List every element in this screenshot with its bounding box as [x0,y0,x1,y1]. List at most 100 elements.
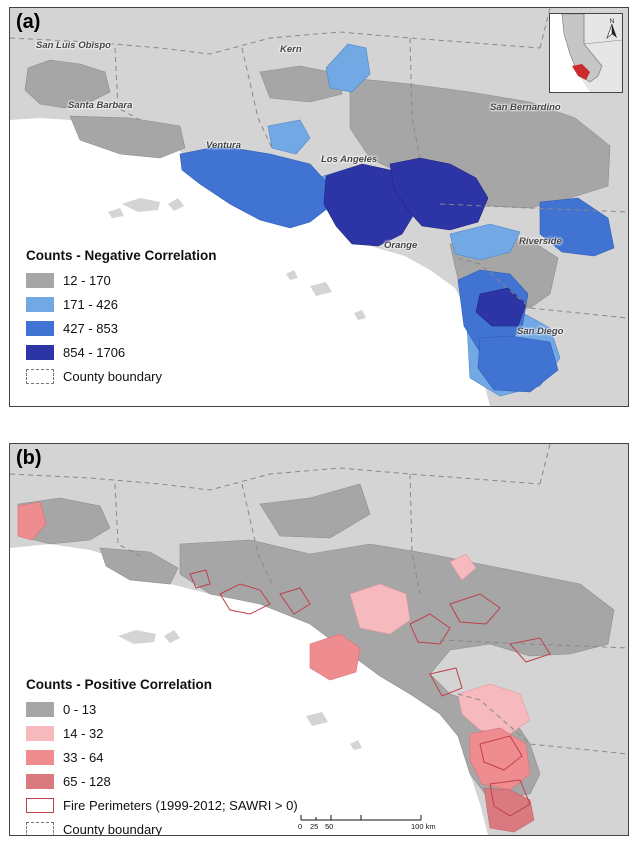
county-label: San Diego [517,326,564,337]
region-light-blue [267,119,311,155]
region-medium-blue [539,197,615,257]
legend-item: 854 - 1706 [26,340,217,364]
legend-swatch [26,701,54,717]
region-pink-medium [309,633,361,681]
county-label: Los Angeles [321,154,378,165]
fire-perimeters [189,569,551,817]
county-label: Orange [384,240,418,251]
island [108,208,124,218]
legend-label: 14 - 32 [63,725,104,741]
legend-title: Counts - Positive Correlation [26,677,213,692]
region-gray [259,65,343,103]
island [354,310,366,320]
county-label: Riverside [519,236,562,247]
legend-label: Fire Perimeters (1999-2012; SAWRI > 0) [63,797,298,813]
scale-bar: 0 25 50 100 km [298,812,440,834]
county-label: San Luis Obispo [36,40,111,51]
island [164,630,180,643]
legend-item: County boundary [26,364,217,388]
legend-item: Fire Perimeters (1999-2012; SAWRI > 0) [26,793,298,817]
legend-item: 0 - 13 [26,697,298,721]
scale-tick-label: 100 km [411,822,436,831]
county-boundaries [10,444,628,755]
legend-swatch [26,773,54,789]
region-medium-blue [179,145,331,229]
inset-canvas [550,14,622,92]
legend-label: County boundary [63,821,163,836]
legend-item: 427 - 853 [26,316,217,340]
legend-title: Counts - Negative Correlation [26,248,217,263]
scale-tick-label: 0 [298,822,303,831]
region-gray [259,483,371,539]
inset-study-area [572,64,590,80]
county-boundaries [10,8,628,319]
legend-label: 33 - 64 [63,749,104,765]
ocean [10,118,490,406]
region-pink-light [349,583,411,635]
legend-item: 171 - 426 [26,292,217,316]
legend-swatch [26,320,54,336]
map-panel-b: (b) Counts - Positive Correlation 0 - 13… [9,443,629,836]
legend-item: County boundary [26,817,298,836]
inset-ocean [550,14,590,92]
legend-label: 0 - 13 [63,701,97,717]
region-light-blue [325,43,371,93]
legend-swatch [26,296,54,312]
region-light-blue [449,223,521,261]
legend-item: 65 - 128 [26,769,298,793]
island [122,198,160,212]
county-label: Ventura [206,140,242,151]
island [286,270,298,280]
panel-b-label: (b) [16,447,42,469]
north-arrow-icon: N [604,16,620,40]
locator-inset-map: N [549,13,623,93]
legend-swatch-boundary [26,368,54,384]
legend-swatch [26,272,54,288]
map-a-canvas [10,8,628,406]
scale-tick-label: 25 [310,822,319,831]
legend-item: 33 - 64 [26,745,298,769]
region-medium-blue [477,335,559,393]
legend-label: 427 - 853 [63,320,118,336]
svg-text:N: N [610,18,615,25]
county-label: Santa Barbara [68,100,133,111]
legend-item: 14 - 32 [26,721,298,745]
panel-a-label: (a) [16,11,41,33]
island [350,740,362,750]
map-b-canvas [10,444,628,835]
legend-label: 12 - 170 [63,272,111,288]
legend-item: 12 - 170 [26,268,217,292]
region-pink-light [457,683,531,735]
region-pink-medium [17,501,47,541]
region-dark-blue [475,287,527,327]
scale-bar-graphic [300,815,422,821]
legend-label: County boundary [63,368,163,384]
legend-swatch [26,749,54,765]
map-panel-a: (a) San Luis Obispo Kern Santa Barbara S… [9,7,629,407]
island [168,198,184,211]
island [306,712,328,726]
county-label: Kern [280,44,302,55]
legend-swatch-boundary [26,821,54,835]
legend-swatch-fire [26,797,54,813]
region-gray [99,547,179,585]
region-gray [24,59,111,109]
region-dark-blue [323,163,415,247]
ocean [10,544,488,835]
legend-swatch [26,344,54,360]
region-pink-light [449,553,477,581]
scale-tick-value: 100 [411,822,424,831]
legend-label: 854 - 1706 [63,344,126,360]
legend-label: 171 - 426 [63,296,118,312]
scale-unit: km [425,822,436,831]
island [118,630,156,644]
island [310,282,332,296]
legend-positive: Counts - Positive Correlation 0 - 13 14 … [26,677,298,836]
county-label: San Bernardino [490,102,561,113]
region-dark-blue [389,157,489,231]
legend-swatch [26,725,54,741]
legend-label: 65 - 128 [63,773,111,789]
scale-tick-label: 50 [325,822,334,831]
region-pink-dark [483,787,535,833]
legend-negative: Counts - Negative Correlation 12 - 170 1… [26,248,217,388]
